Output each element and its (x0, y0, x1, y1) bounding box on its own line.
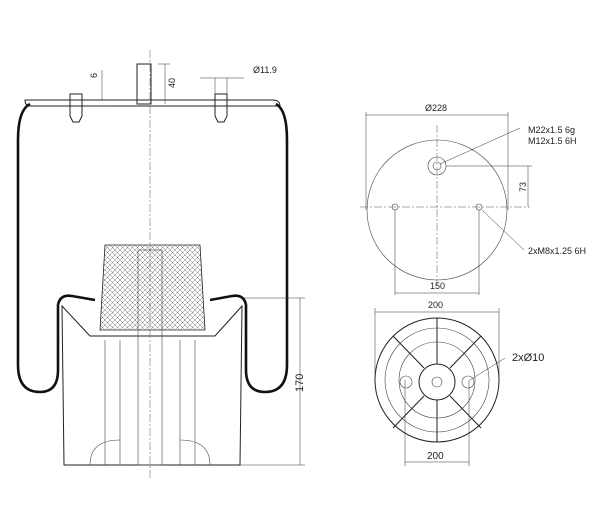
piston-body (61, 304, 243, 466)
piston-width-top-label: 200 (428, 300, 443, 310)
bellows-right (209, 102, 289, 394)
thread-side-label: 2xM8x1.25 6H (528, 246, 586, 256)
height-label: 170 (294, 374, 306, 392)
plate-thickness-label: 6 (89, 73, 99, 78)
bellows-left (16, 102, 96, 394)
stud-hole-right (214, 93, 228, 123)
top-view: Ø228 M22x1.5 6g M12x1.5 6H 73 2xM8x1.25 … (360, 103, 586, 295)
overall-diameter-label: Ø228 (425, 103, 447, 113)
center-stud (136, 63, 152, 105)
offset-label: 73 (518, 182, 528, 192)
thread-main-2-label: M12x1.5 6H (528, 136, 577, 146)
piston-width-bottom-label: 200 (427, 451, 444, 462)
bottom-view: 200 2xØ10 200 (374, 300, 544, 466)
piston-cone (99, 244, 206, 331)
stud-height-label: 40 (167, 78, 177, 88)
side-spacing-label: 150 (430, 281, 445, 291)
piston-holes-label: 2xØ10 (512, 352, 544, 364)
thread-main-1-label: M22x1.5 6g (528, 125, 575, 135)
stud-hole-left (69, 93, 83, 123)
hole-diameter-label: Ø11.9 (253, 65, 277, 75)
side-view: 6 40 Ø11.9 170 (16, 50, 306, 480)
top-plate (24, 99, 281, 107)
